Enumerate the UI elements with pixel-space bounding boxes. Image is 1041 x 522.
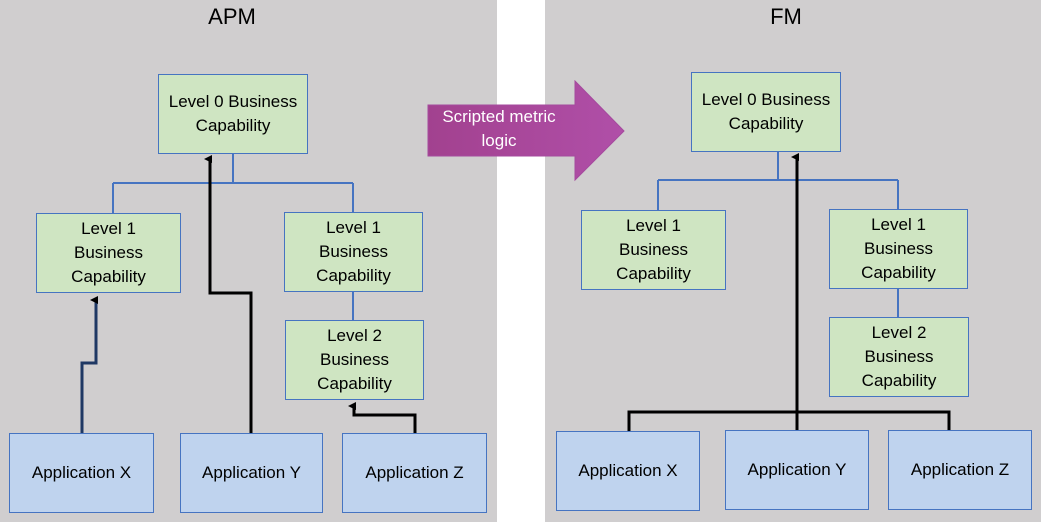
fm-app-bus-line <box>627 410 951 431</box>
apm-tree-connector <box>112 154 354 213</box>
fm-title: FM <box>770 4 802 29</box>
fm-application-x: Application X <box>556 431 700 511</box>
apm-application-z: Application Z <box>342 433 487 513</box>
scripted-metric-arrow: Scripted metric logic <box>427 79 626 182</box>
apm-hierarchy-lines <box>112 154 354 320</box>
apm-app-y-mapping <box>204 155 253 433</box>
fm-tree-connector <box>657 152 899 210</box>
fm-hierarchy-lines <box>657 152 899 317</box>
apm-level0-capability: Level 0 Business Capability <box>158 74 308 154</box>
apm-app-z-mapping <box>348 402 417 433</box>
fm-level2-capability: Level 2 Business Capability <box>829 317 969 397</box>
apm-application-x: Application X <box>9 433 154 513</box>
fm-level0-capability: Level 0 Business Capability <box>691 72 841 152</box>
apm-app-x-mapping <box>80 296 98 433</box>
apm-mapping-lines <box>80 155 417 433</box>
apm-level1-capability-right: Level 1 Business Capability <box>284 212 423 292</box>
fm-level1-capability-left: Level 1 Business Capability <box>581 210 726 290</box>
arrow-label: Scripted metric logic <box>442 107 556 150</box>
fm-level1-capability-right: Level 1 Business Capability <box>829 209 968 289</box>
fm-application-y: Application Y <box>725 430 869 510</box>
apm-title: APM <box>208 4 256 29</box>
right-block-arrow-icon <box>427 79 625 182</box>
fm-application-z: Application Z <box>888 430 1032 510</box>
apm-level1-capability-left: Level 1 Business Capability <box>36 213 181 293</box>
fm-mapping-lines <box>627 153 951 431</box>
apm-level2-capability: Level 2 Business Capability <box>285 320 424 400</box>
apm-application-y: Application Y <box>180 433 323 513</box>
